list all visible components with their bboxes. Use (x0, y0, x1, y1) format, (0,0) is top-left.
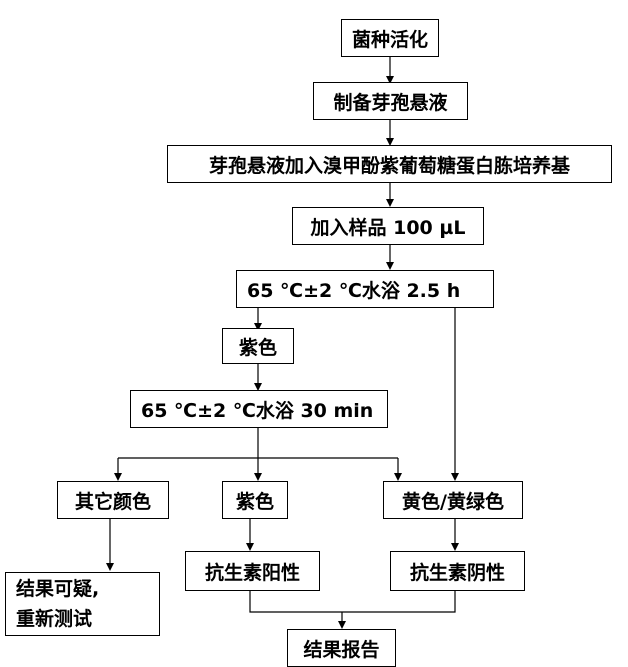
arrowhead (114, 473, 122, 481)
node-doubtful: 结果可疑, 重新测试 (5, 572, 160, 636)
arrowhead (254, 383, 262, 391)
node-spore-prep: 制备芽孢悬液 (313, 82, 468, 120)
node-activate: 菌种活化 (341, 19, 439, 57)
node-positive: 抗生素阳性 (185, 551, 320, 591)
node-bath1: 65 ℃±2 ℃水浴 2.5 h (236, 270, 494, 308)
arrowhead (394, 473, 402, 481)
arrowhead (386, 76, 394, 84)
arrowhead (451, 473, 459, 481)
arrowhead (386, 138, 394, 146)
node-other-color: 其它颜色 (57, 481, 169, 519)
arrowhead (386, 262, 394, 270)
node-bath2: 65 ℃±2 ℃水浴 30 min (130, 390, 388, 428)
node-yellow: 黄色/黄绿色 (383, 481, 523, 519)
arrowhead (338, 621, 346, 629)
node-add-sample: 加入样品 100 µL (292, 207, 484, 245)
arrowhead (246, 543, 254, 551)
doubtful-line-1: 结果可疑, (16, 578, 100, 600)
arrowhead (254, 473, 262, 481)
node-purple2: 紫色 (222, 481, 288, 519)
arrowhead (106, 563, 114, 571)
node-medium: 芽孢悬液加入溴甲酚紫葡萄糖蛋白胨培养基 (167, 145, 612, 183)
node-purple1: 紫色 (222, 328, 294, 364)
node-report: 结果报告 (287, 629, 396, 667)
node-negative: 抗生素阴性 (390, 551, 525, 591)
arrowhead (254, 323, 262, 331)
doubtful-line-2: 重新测试 (16, 608, 93, 630)
arrowhead (386, 199, 394, 207)
edge-results-merge (249, 591, 456, 613)
arrowhead (451, 543, 459, 551)
